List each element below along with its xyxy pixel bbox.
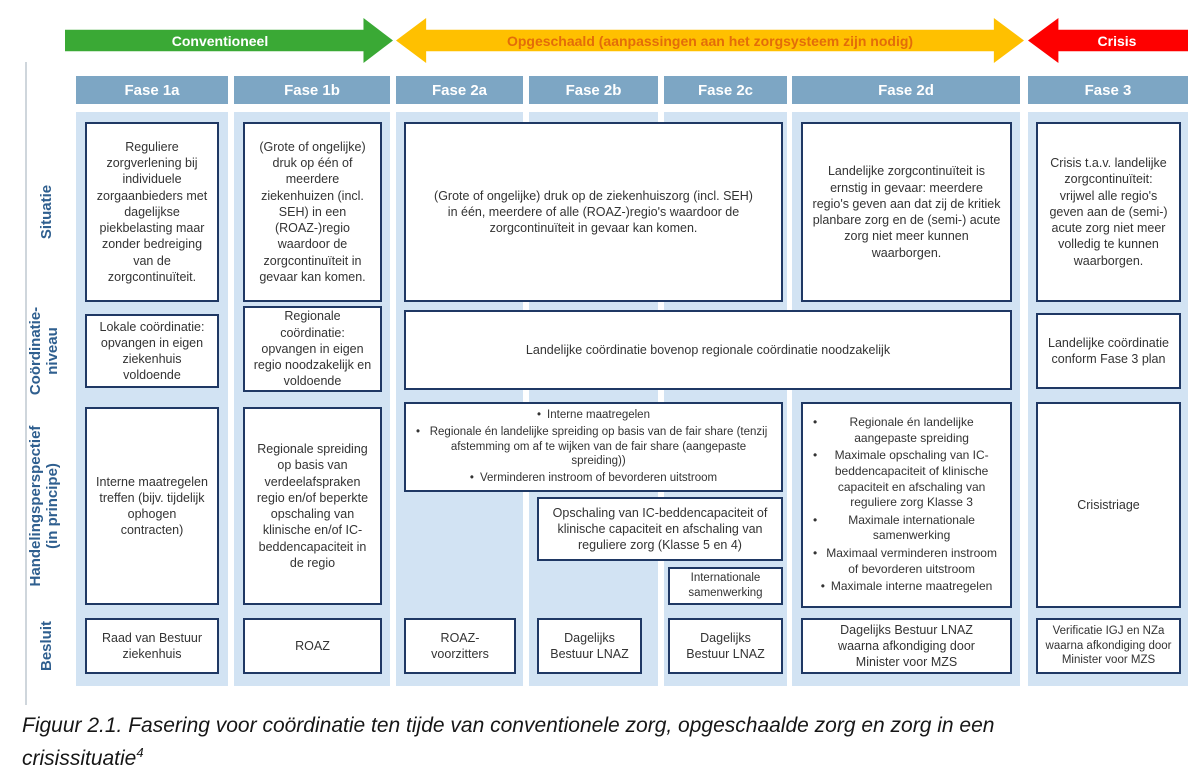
phase-header-fase3: Fase 3 (1028, 76, 1188, 104)
figure-caption-line2: crisissituatie4 (22, 744, 144, 770)
figure-caption-line1: Figuur 2.1. Fasering voor coördinatie te… (22, 714, 995, 737)
cell-handelings-fase2bc-opschaling: Opschaling van IC-beddencapaciteit of kl… (537, 497, 783, 561)
arrow-crisis-label: Crisis (1097, 32, 1137, 49)
row-label-handelingsperspectief: Handelingsperspectief (in principe) (27, 425, 62, 587)
cell-coordinatie-fase2abcd: Landelijke coördinatie bovenop regionale… (404, 310, 1012, 390)
cell-besluit-fase3: Verificatie IGJ en NZa waarna afkondigin… (1036, 618, 1181, 674)
row-label-coordinatieniveau: Coördinatie- niveau (27, 306, 62, 396)
cell-besluit-fase1a: Raad van Bestuur ziekenhuis (85, 618, 219, 674)
phase-header-fase1b: Fase 1b (234, 76, 390, 104)
phase-header-fase1a: Fase 1a (76, 76, 228, 104)
figure-caption: Figuur 2.1. Fasering voor coördinatie te… (22, 710, 1172, 775)
cell-besluit-fase2a: ROAZ-voorzitters (404, 618, 516, 674)
bullet-item: •Maximale opschaling van IC-beddencapaci… (813, 448, 989, 510)
bullet-item: •Interne maatregelen (537, 408, 650, 421)
cell-coordinatie-fase1b: Regionale coördinatie: opvangen in eigen… (243, 306, 382, 392)
cell-handelings-fase2abc: •Interne maatregelen •Regionale én landel… (404, 402, 783, 492)
arrow-conventioneel: Conventioneel (65, 18, 393, 63)
phase-header-fase2d: Fase 2d (792, 76, 1020, 104)
cell-situatie-fase2d: Landelijke zorgcontinuïteit is ernstig i… (801, 122, 1012, 302)
cell-coordinatie-fase1a: Lokale coördinatie: opvangen in eigen zi… (85, 314, 219, 388)
cell-handelings-fase2c-internationaal: Internationale samenwerking (668, 567, 783, 605)
phase-header-fase2c: Fase 2c (664, 76, 787, 104)
bullet-item: •Verminderen instroom of bevorderen uits… (469, 472, 718, 485)
cell-situatie-fase1b: (Grote of ongelijke) druk op één of meer… (243, 122, 382, 302)
phase-header-fase2a: Fase 2a (396, 76, 523, 104)
cell-besluit-fase2d: Dagelijks Bestuur LNAZ waarna afkondigin… (801, 618, 1012, 674)
cell-besluit-fase2b: Dagelijks Bestuur LNAZ (537, 618, 642, 674)
phase-header-fase2b: Fase 2b (529, 76, 658, 104)
bullet-item: •Regionale én landelijke aangepaste spre… (813, 415, 974, 445)
cell-coordinatie-fase3: Landelijke coördinatie conform Fase 3 pl… (1036, 313, 1181, 389)
row-label-situatie: Situatie (38, 184, 55, 240)
cell-handelings-fase2d: •Regionale én landelijke aangepaste spre… (801, 402, 1012, 608)
arrow-conventioneel-label: Conventioneel (171, 32, 269, 49)
row-label-besluit: Besluit (38, 621, 55, 672)
cell-situatie-fase2abc: (Grote of ongelijke) druk op de ziekenhu… (404, 122, 783, 302)
cell-situatie-fase3: Crisis t.a.v. landelijke zorgcontinuïtei… (1036, 122, 1181, 302)
arrow-opgeschaald: Opgeschaald (aanpassingen aan het zorgsy… (396, 18, 1024, 63)
arrow-opgeschaald-label: Opgeschaald (aanpassingen aan het zorgsy… (506, 32, 914, 49)
caption-footnote-marker: 4 (136, 744, 144, 760)
bullet-item: •Regionale én landelijke spreiding op ba… (416, 425, 768, 468)
left-divider-line (25, 62, 27, 705)
bullet-item: •Maximaal verminderen instroom of bevord… (813, 545, 997, 576)
cell-handelings-fase1a: Interne maatregelen treffen (bijv. tijde… (85, 407, 219, 605)
cell-handelings-fase1b: Regionale spreiding op basis van verdeel… (243, 407, 382, 605)
arrow-crisis: Crisis (1028, 18, 1188, 63)
bullet-item: •Maximale internationale samenwerking (813, 512, 975, 543)
cell-besluit-fase2c: Dagelijks Bestuur LNAZ (668, 618, 783, 674)
cell-situatie-fase1a: Reguliere zorgverlening bij individuele … (85, 122, 219, 302)
cell-besluit-fase1b: ROAZ (243, 618, 382, 674)
cell-handelings-fase3: Crisistriage (1036, 402, 1181, 608)
bullet-item: •Maximale interne maatregelen (820, 579, 993, 594)
